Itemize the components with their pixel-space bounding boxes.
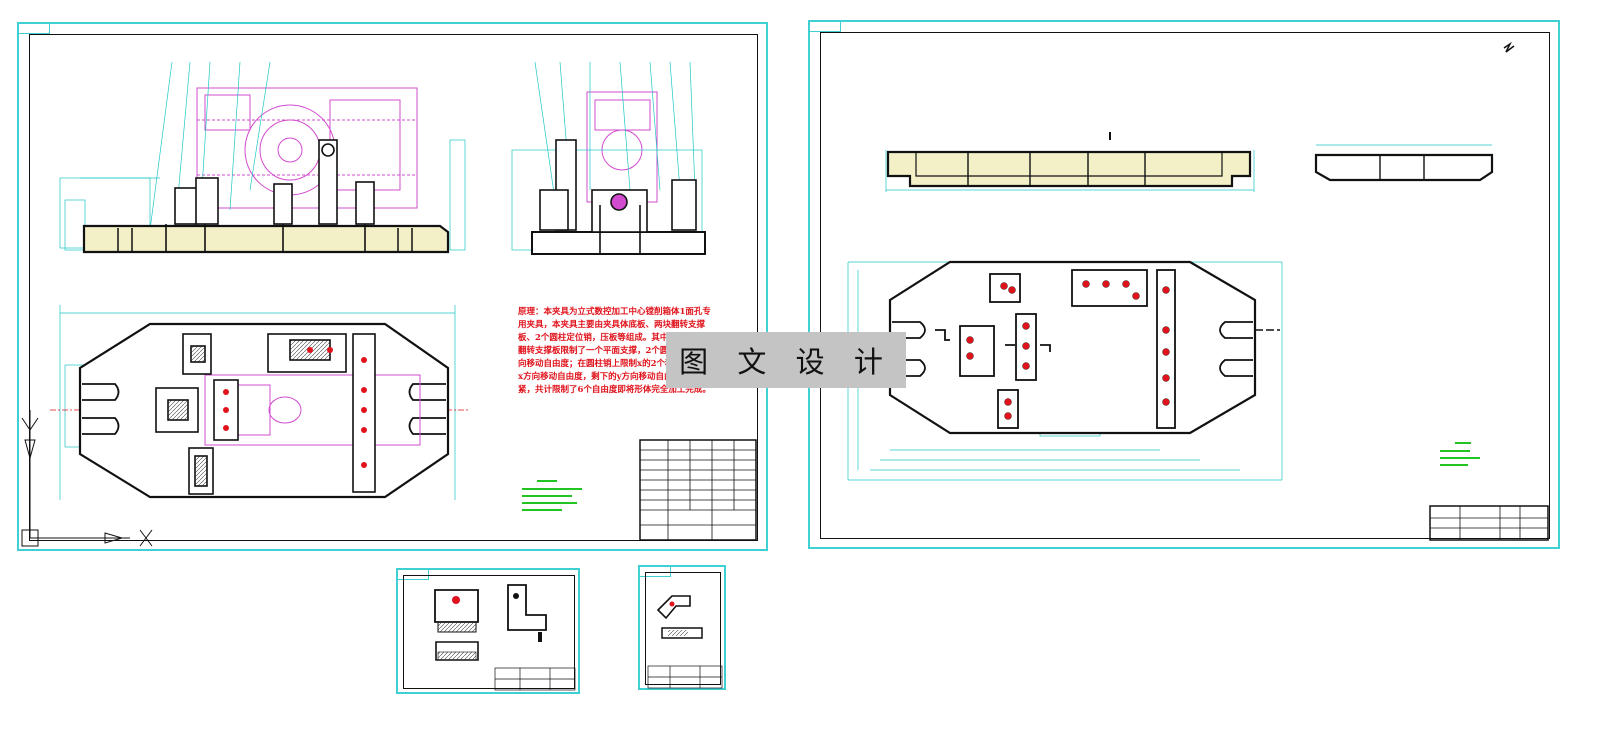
sheet-tag: [397, 569, 429, 580]
design-notes: 原理：本夹具为立式数控加工中心镗削箱体1面孔专用夹具，本夹具主要由夹具体底板、两…: [518, 307, 716, 395]
technical-requirements-sheet1: [522, 480, 582, 511]
sheet-tag: [639, 566, 671, 577]
title-block-sheet1: [639, 439, 757, 541]
base-plate-side-view: [1314, 144, 1494, 182]
top-view: [50, 305, 470, 500]
title-block-sheet2: [1429, 505, 1549, 541]
ucs-icon: [21, 410, 153, 547]
clamps: [165, 139, 375, 252]
sheet-tag: [18, 23, 50, 34]
surface-roughness-symbol: [1503, 41, 1515, 53]
part-4-views: [647, 595, 723, 689]
front-view: [59, 61, 466, 254]
leader-lines: [59, 61, 466, 251]
top-base-plate: [78, 322, 450, 499]
drawing-frame: [403, 575, 575, 689]
base-plate-section: [82, 224, 450, 254]
part-drawing-sheet-2: [638, 565, 726, 690]
part-drawing-sheet-1: [396, 568, 580, 694]
side-view: [511, 61, 706, 255]
drawing-frame: [645, 572, 721, 685]
drawing-frame: [820, 32, 1550, 539]
workpiece-outline: [196, 87, 418, 209]
clamping-slots: [82, 383, 446, 435]
part-3-views: [434, 584, 576, 691]
technical-requirements-sheet2: [1440, 442, 1480, 466]
base-plate-top-view: [847, 260, 1283, 481]
watermark-label: 图 文 设 计: [666, 332, 906, 388]
side-base-section: [531, 231, 706, 255]
base-plate-front-view: [885, 132, 1255, 192]
sheet-tag: [809, 21, 841, 32]
drawing-frame: [29, 34, 758, 541]
